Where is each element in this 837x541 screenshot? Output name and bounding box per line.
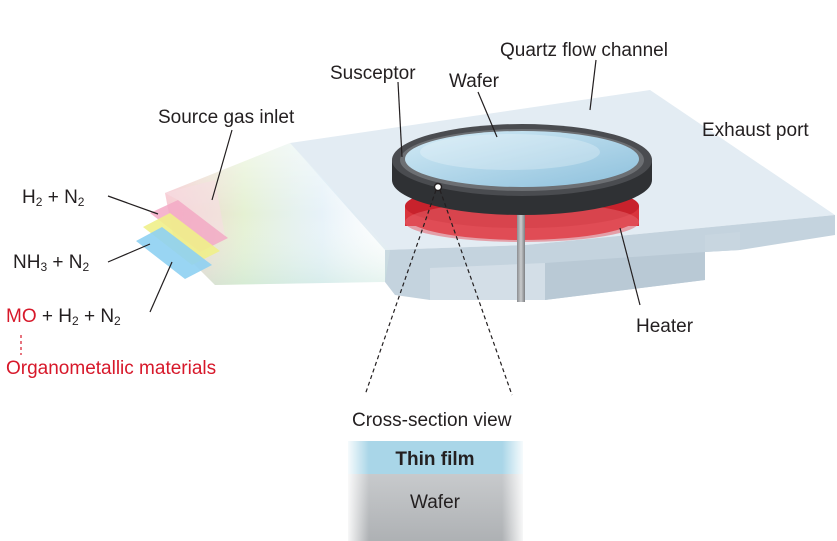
cross-section-box — [348, 441, 523, 541]
projection-line-right — [439, 189, 513, 396]
source-gas-plume — [165, 143, 390, 285]
label-thin-film: Thin film — [395, 449, 474, 470]
label-quartz-flow-channel: Quartz flow channel — [500, 40, 668, 61]
support-rod — [517, 198, 525, 302]
label-wafer: Wafer — [449, 71, 500, 92]
wafer-top — [405, 131, 639, 187]
label-nh3-n2: NH3 + N2 — [13, 252, 90, 274]
label-exhaust-port: Exhaust port — [702, 120, 809, 141]
label-organometallic-materials: Organometallic materials — [6, 358, 216, 379]
gas-inlet-layers — [136, 180, 228, 279]
projection-line-left — [364, 189, 437, 396]
leader-lines — [20, 59, 641, 355]
cross-section-point — [433, 182, 443, 192]
label-source-gas-inlet: Source gas inlet — [158, 107, 295, 128]
label-cross-section-view: Cross-section view — [352, 410, 512, 431]
label-mo-h2-n2: MO + H2 + N2 — [6, 306, 121, 328]
label-cross-section-wafer: Wafer — [410, 492, 461, 513]
label-susceptor: Susceptor — [330, 63, 416, 84]
label-heater: Heater — [636, 316, 694, 337]
label-h2-n2: H2 + N2 — [22, 187, 85, 209]
